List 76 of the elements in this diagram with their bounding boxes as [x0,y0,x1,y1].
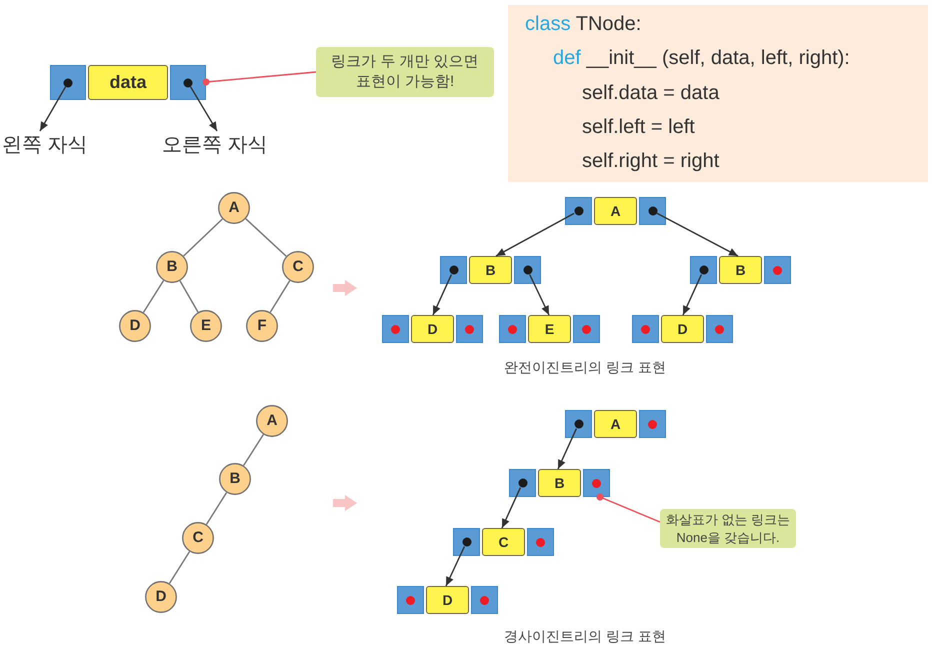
tree-node: F [246,310,278,342]
tree-line [179,280,199,312]
leader-line [596,494,660,523]
data-box: B [538,469,581,497]
tree-node: D [145,581,177,613]
link-dot [462,537,472,547]
link-cell [690,256,717,284]
link-dot [522,265,532,275]
callout-box: 링크가 두 개만 있으면 표현이 가능함! [316,47,494,97]
tree-node: E [190,310,222,342]
data-box: B [469,256,512,284]
link-cell [397,586,424,614]
child-label: 오른쪽 자식 [162,131,262,159]
tree-node: C [182,522,214,554]
link-cell [514,256,541,284]
link-dot [63,78,73,88]
tree-node: A [256,405,288,437]
link-cell [170,65,206,100]
link-dot [518,478,528,488]
caption: 완전이진트리의 링크 표현 [504,359,666,377]
code-line: def __init__ (self, data, left, right): [553,46,850,72]
data-box: A [594,410,637,438]
link-cell [50,65,86,100]
link-dot [698,265,708,275]
link-cell [639,410,666,438]
tree-line [245,218,287,257]
link-cell [453,528,480,556]
link-cell [382,315,409,343]
tree-line [168,551,190,584]
code-box [508,5,928,182]
link-cell [527,528,554,556]
link-cell [440,256,467,284]
link-cell [583,469,610,497]
data-box: E [528,315,571,343]
tree-line [243,434,264,466]
child-label: 왼쪽 자식 [2,131,86,159]
link-cell [639,197,666,225]
link-cell [573,315,600,343]
link-cell [565,410,592,438]
code-line: self.right = right [582,149,720,174]
data-box: B [719,256,762,284]
code-line: self.data = data [582,80,720,106]
data-box: A [594,197,637,225]
link-cell [764,256,791,284]
tree-node: B [219,463,251,495]
code-line: self.left = left [582,114,695,140]
link-cell [499,315,526,343]
link-dot [183,78,193,88]
arrow [190,86,218,132]
leader-line [202,71,316,86]
code-line: class TNode: [525,12,642,37]
data-box: D [426,586,469,614]
data-box: D [661,315,704,343]
link-dot [648,206,658,216]
link-cell [456,315,483,343]
link-cell [509,469,536,497]
tree-node: B [156,251,188,283]
link-cell [632,315,659,343]
tree-line [142,280,164,313]
link-cell [471,586,498,614]
link-dot [448,265,458,275]
data-box: data [88,65,168,100]
tree-line [183,218,223,256]
tree-node: C [282,251,314,283]
tree-node: D [119,310,151,342]
data-box: C [482,528,525,556]
link-cell [706,315,733,343]
link-dot [574,419,584,429]
callout-box: 화살표가 없는 링크는 None을 갖습니다. [660,509,796,548]
tree-line [270,280,290,313]
tree-line [206,492,228,525]
link-dot [574,206,584,216]
data-box: D [411,315,454,343]
caption: 경사이진트리의 링크 표현 [504,628,666,646]
link-cell [565,197,592,225]
tree-node: A [218,192,250,224]
